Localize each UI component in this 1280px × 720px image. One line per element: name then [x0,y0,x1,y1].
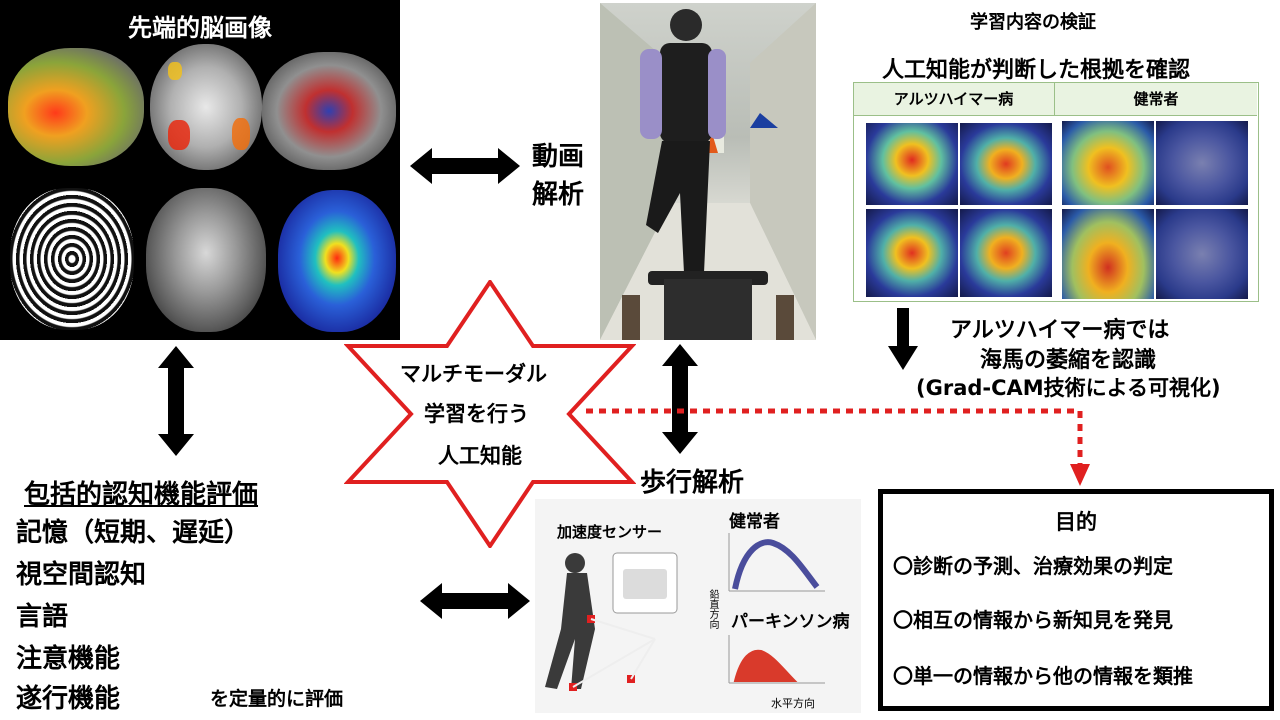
gradcam-table [853,82,1259,302]
corridor-scene-illustration [600,3,816,340]
parkinson-gait-curve [728,635,825,684]
walking-video-frame [600,3,816,340]
double-arrow-brain-cognitive [158,346,194,456]
gradcam-healthy-1 [1062,121,1154,205]
cognitive-title: 包括的認知機能評価 [24,480,259,510]
purpose-item-2: 〇相互の情報から新知見を発見 [893,608,1173,632]
activation-spot-2 [232,118,250,150]
healthy-gait-curve [728,533,825,592]
brain-pet-image [278,190,396,332]
verification-note-line2: 海馬の萎縮を認識 [980,348,1157,373]
down-arrow-gradcam [888,308,918,370]
multimodal-ai-star [344,280,636,548]
gait-analysis-title: 歩行解析 [640,468,745,498]
purpose-item-1: 〇診断の予測、治療効果の判定 [893,554,1173,578]
gradcam-alzheimer-4 [960,209,1052,297]
gradcam-header-alzheimer: アルツハイマー病 [853,82,1055,116]
purpose-box: 目的 〇診断の予測、治療効果の判定 〇相互の情報から新知見を発見 〇単一の情報か… [878,489,1274,711]
brain-imaging-panel [0,0,400,340]
purpose-title: 目的 [1055,510,1097,534]
gradcam-healthy-3 [1062,209,1154,299]
cognitive-suffix: を定量的に評価 [210,688,344,710]
gradcam-header-alzheimer-label: アルツハイマー病 [893,90,1014,108]
video-analysis-label-line2: 解析 [532,180,585,210]
activation-spot-1 [168,120,190,150]
video-analysis-label-line1: 動画 [532,142,585,172]
gradcam-alzheimer-2 [960,123,1052,205]
brain-tractography-image [262,52,396,170]
cognitive-item-3: 言語 [16,602,69,632]
gait-analysis-panel: 加速度センサー 健常者 パーキンソン病 鉛直方向 水平方向 [535,499,861,713]
gradcam-alzheimer-1 [866,123,958,205]
activation-spot-3 [168,62,182,80]
walking-sensor-illustration [545,552,678,691]
gradcam-healthy-4 [1156,209,1248,299]
brain-axial-activation-image [150,44,262,170]
star-text-line3: 人工知能 [438,444,522,468]
gait-parkinson-label: パーキンソン病 [731,612,850,632]
verification-note-line1: アルツハイマー病では [950,318,1170,343]
star-text-line1: マルチモーダル [400,362,547,386]
brain-segmentation-image [10,188,134,330]
star-text-line2: 学習を行う [424,402,529,426]
cognitive-item-2: 視空間認知 [16,560,147,590]
gradcam-healthy-2 [1156,121,1248,205]
gradcam-header-healthy-label: 健常者 [1133,90,1179,108]
sensor-label: 加速度センサー [557,523,663,541]
cognitive-item-4: 注意機能 [16,644,121,674]
gait-y-axis-label: 鉛直方向 [707,589,718,629]
gradcam-alzheimer-3 [866,209,958,297]
brain-3d-activation-image [8,48,144,166]
dotted-arrow-to-purpose [586,408,1090,486]
double-arrow-video-gait [662,344,698,454]
cognitive-item-5: 遂行機能 [16,684,121,714]
verification-title: 学習内容の検証 [970,12,1096,33]
purpose-item-3: 〇単一の情報から他の情報を類推 [893,664,1193,688]
verification-note-line3: (Grad-CAM技術による可視化) [916,376,1221,400]
brain-imaging-title: 先端的脳画像 [128,14,272,42]
gradcam-header-healthy: 健常者 [1055,82,1257,116]
verification-subtitle: 人工知能が判断した根拠を確認 [882,58,1191,83]
gait-x-axis-label: 水平方向 [771,697,815,710]
double-arrow-cognitive-gait [420,583,530,619]
cognitive-item-1: 記憶（短期、遅延） [16,518,251,548]
brain-dti-image [146,188,266,332]
gait-healthy-label: 健常者 [729,512,780,532]
double-arrow-brain-video [410,148,520,184]
